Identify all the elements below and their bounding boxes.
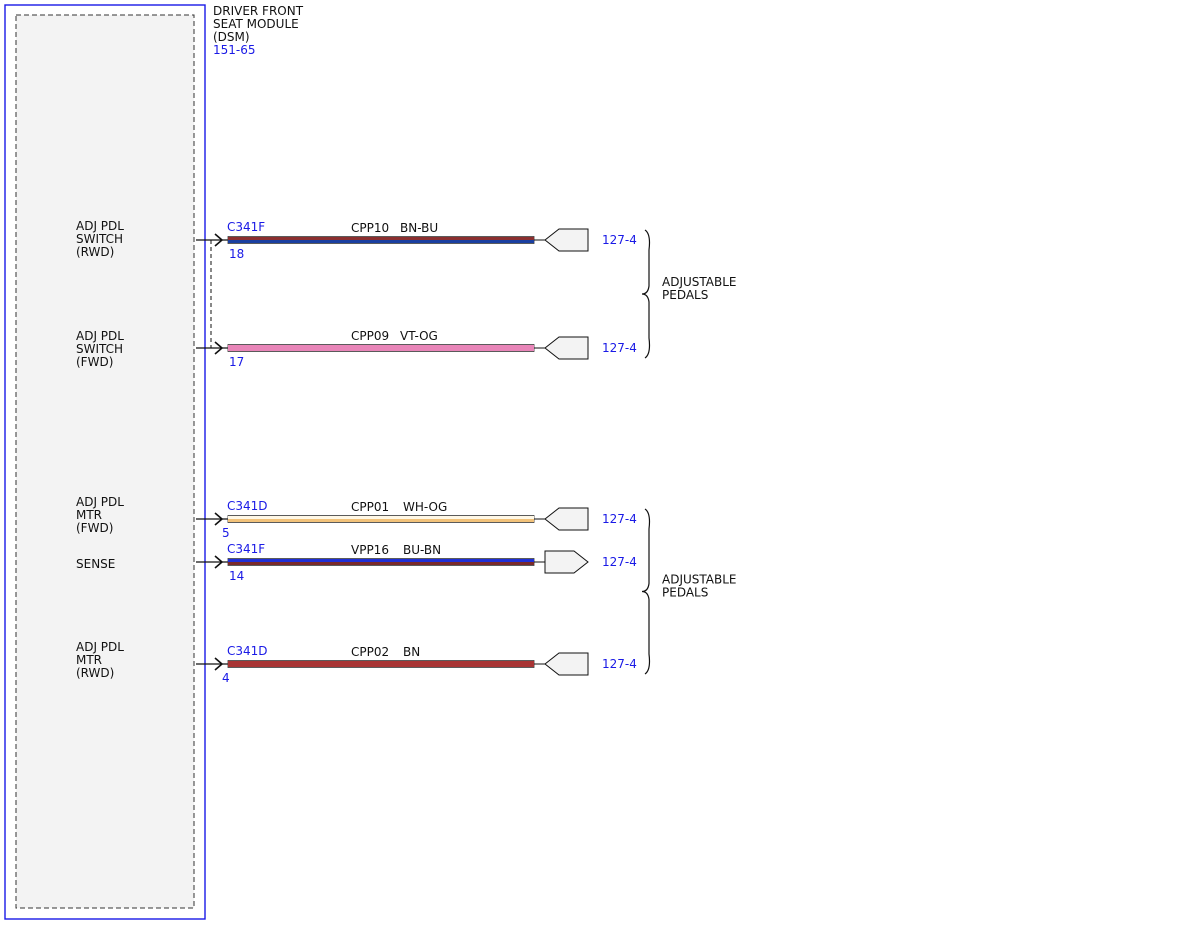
wire-base-stripe [228,559,534,562]
wire-tracer-stripe [228,664,534,667]
connector-terminal-icon [544,652,589,676]
module-title-line-3: (DSM) [213,30,250,44]
page-ref-link[interactable]: 127-4 [602,233,637,247]
wire-tracer-stripe [228,240,534,243]
group-label-line: ADJUSTABLE [662,275,737,289]
connector-id-link[interactable]: C341F [227,542,265,556]
curly-brace-icon [641,229,651,359]
pin-function-label-line: SWITCH [76,232,123,246]
pin-function-label-line: ADJ PDL [76,329,124,343]
pin-number: 5 [222,526,230,540]
connector-arrow-icon [214,657,224,671]
pin-function-label-line: MTR [76,508,102,522]
page-ref-link[interactable]: 127-4 [602,657,637,671]
connector-terminal-icon [544,550,589,574]
pin-function-label-line: ADJ PDL [76,640,124,654]
wire-tracer-stripe [228,348,534,351]
group-label-line: PEDALS [662,586,708,600]
circuit-vpp16[interactable]: SENSE C341F 14 VPP16 BU-BN 127-4 [76,542,637,583]
driver-front-seat-module[interactable] [4,4,206,920]
pin-function-label-line: ADJ PDL [76,495,124,509]
connector-id-link[interactable]: C341F [227,220,265,234]
connector-id-link[interactable]: C341D [227,499,268,513]
pin-function-label-line: SWITCH [76,342,123,356]
wire-color-code-label: BN-BU [400,221,438,235]
group-label-line: ADJUSTABLE [662,573,737,587]
connector-arrow-icon [214,233,224,247]
circuit-number-label: CPP09 [351,329,389,343]
module-inner-dashed-boundary [15,14,195,909]
pin-number: 4 [222,671,230,685]
module-title-line-1: DRIVER FRONT [213,4,304,18]
connector-arrow-icon [214,512,224,526]
circuit-number-label: CPP01 [351,500,389,514]
wire-color-code-label: VT-OG [400,329,438,343]
pin-number: 18 [229,247,244,261]
wire-color-code-label: BN [403,645,420,659]
pin-function-label-line: (RWD) [76,245,114,259]
connector-arrow-icon [214,555,224,569]
module-title-line-2: SEAT MODULE [213,17,299,31]
page-ref-link[interactable]: 127-4 [602,512,637,526]
pin-number: 14 [229,569,244,583]
connector-terminal-icon [544,228,589,252]
connector-terminal-icon [544,336,589,360]
wire-base-stripe [228,516,534,519]
connector-terminal-icon [544,507,589,531]
pin-function-label-line: (RWD) [76,666,114,680]
pin-function-label: SENSE [76,557,115,571]
wire-tracer-stripe [228,562,534,565]
pin-function-label-line: MTR [76,653,102,667]
pin-function-label-line: ADJ PDL [76,219,124,233]
pin-function-label-line: (FWD) [76,521,113,535]
circuit-number-label: CPP10 [351,221,389,235]
wire-base-stripe [228,237,534,240]
circuit-number-label: CPP02 [351,645,389,659]
module-title: DRIVER FRONT SEAT MODULE (DSM) [213,4,307,44]
module-page-ref-link[interactable]: 151-65 [213,43,256,57]
connector-arrow-icon [214,341,224,355]
pin-function-label-line: (FWD) [76,355,113,369]
wire-base-stripe [228,661,534,664]
wire-tracer-stripe [228,519,534,522]
pin-number: 17 [229,355,244,369]
connector-id-link[interactable]: C341D [227,644,268,658]
wire-color-code-label: BU-BN [403,543,441,557]
group-label-line: PEDALS [662,288,708,302]
page-ref-link[interactable]: 127-4 [602,555,637,569]
pin-function-label-line: SENSE [76,557,115,571]
wire-base-stripe [228,345,534,348]
curly-brace-icon [641,508,651,675]
wire-color-code-label: WH-OG [403,500,447,514]
circuit-number-label: VPP16 [351,543,389,557]
page-ref-link[interactable]: 127-4 [602,341,637,355]
